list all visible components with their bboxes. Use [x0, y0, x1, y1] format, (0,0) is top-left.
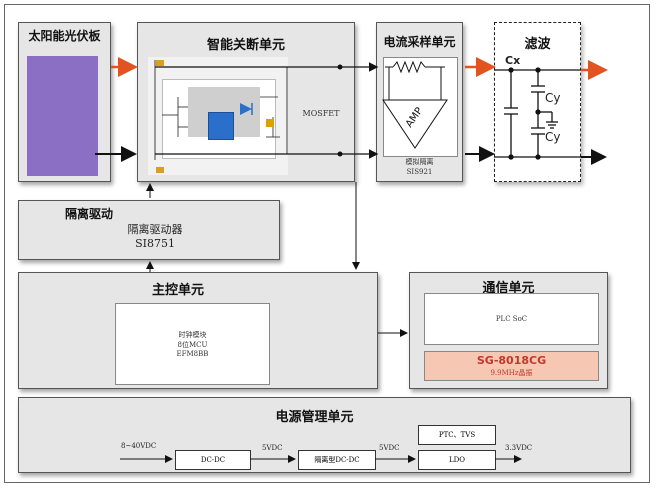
efm8-label: EFM8BB: [176, 350, 209, 358]
v33-label: 3.3VDC: [505, 444, 533, 452]
crystal-label: 9.9MHz晶振: [490, 369, 533, 377]
isolation-driver-subtitle: 隔离驱动器: [127, 223, 183, 236]
mcu-label: 8位MCU: [177, 341, 208, 349]
main-control-block: 主控单元 时钟模块 8位MCU EFM8BB: [18, 272, 378, 389]
cx-label: Cx: [505, 54, 521, 67]
top-terminal: [156, 60, 164, 66]
isolation-driver-block: 隔离驱动 隔离驱动器 SI8751: [18, 200, 280, 260]
solar-panel-grid: [27, 56, 98, 176]
communication-title: 通信单元: [482, 281, 535, 296]
main-control-title: 主控单元: [151, 283, 204, 298]
dcdc-box: DC-DC: [175, 450, 251, 470]
cy-label-2: Cy: [545, 130, 561, 144]
smart-shutoff-block: 智能关断单元 MOSFET: [137, 22, 355, 182]
dcdc-label: DC-DC: [200, 456, 226, 464]
bottom-terminal: [156, 167, 164, 173]
filter-title: 滤波: [524, 37, 551, 52]
isolated-dcdc-label: 隔离型DC-DC: [314, 456, 360, 464]
isolation-driver-title: 隔离驱动: [64, 207, 113, 221]
sg-crystal-box: SG-8018CG 9.9MHz晶振: [424, 351, 599, 381]
ptc-tvs-label: PTC、TVS: [438, 431, 476, 439]
main-control-inner: [115, 303, 270, 385]
v5b-label: 5VDC: [379, 444, 400, 452]
power-management-title: 电源管理单元: [275, 410, 354, 425]
ldo-label: LDO: [449, 456, 465, 464]
solar-panel-title: 太阳能光伏板: [28, 29, 101, 43]
solar-panel-block: 太阳能光伏板: [18, 22, 111, 182]
power-management-block: 电源管理单元 8~40VDC DC-DC 5VDC 隔离型DC-DC 5VDC …: [18, 397, 631, 473]
ptc-tvs-box: PTC、TVS: [418, 425, 496, 445]
cy-label-1: Cy: [545, 91, 561, 105]
sampling-chip-label: SIS921: [406, 168, 433, 176]
ldo-box: LDO: [418, 450, 496, 470]
plc-soc-label: PLC SoC: [495, 315, 528, 323]
communication-block: 通信单元 PLC SoC SG-8018CG 9.9MHz晶振: [409, 272, 608, 389]
v5a-label: 5VDC: [262, 444, 283, 452]
filter-capacitors: [494, 67, 581, 160]
isolation-driver-chip: SI8751: [135, 237, 175, 250]
plc-soc-box: [424, 293, 599, 345]
clock-module-label: 时钟模块: [178, 331, 207, 339]
smart-shutoff-title: 智能关断单元: [206, 38, 285, 53]
isolated-dcdc-box: 隔离型DC-DC: [298, 450, 376, 470]
sg-label: SG-8018CG: [476, 354, 547, 367]
isolation-label: 模拟隔离: [405, 158, 434, 166]
shutoff-circuit: [148, 57, 288, 175]
amp-symbol: [382, 60, 448, 149]
mosfet-label: MOSFET: [302, 109, 340, 118]
input-voltage-label: 8~40VDC: [121, 442, 157, 450]
current-sampling-title: 电流采样单元: [383, 35, 456, 49]
driver-chip: [208, 112, 234, 140]
